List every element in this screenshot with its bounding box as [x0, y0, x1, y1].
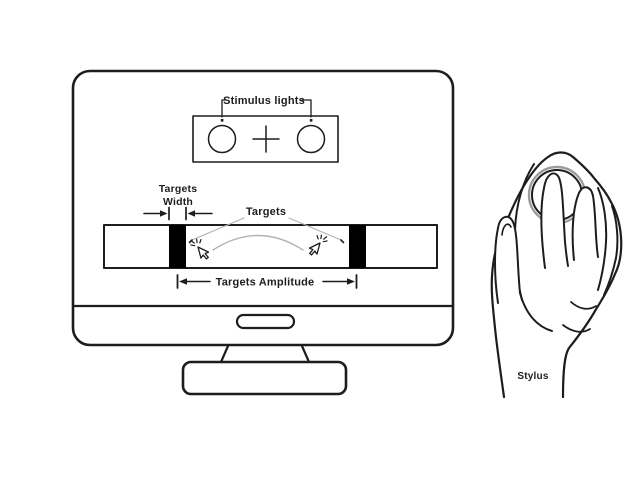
targets-amplitude-label: Targets Amplitude: [216, 277, 315, 289]
monitor-stand-neck-right: [300, 344, 311, 364]
hand-with-stylus-illustration: Stylus: [490, 151, 623, 399]
targets-annotation: Targets: [188, 206, 345, 251]
knuckle-crease-1: [570, 301, 597, 310]
targets-width-label-line1: Targets: [159, 183, 198, 195]
stimulus-leader-tick-right: [309, 119, 313, 122]
stylus-label: Stylus: [517, 371, 548, 382]
movement-arc: [212, 234, 304, 251]
targets-label: Targets: [246, 206, 286, 218]
index-finger: [540, 172, 569, 269]
cursor-click-right-icon: [308, 234, 328, 256]
monitor-stand-base: [181, 360, 348, 396]
target-bar-right: [349, 225, 366, 268]
fixation-cross-icon: [252, 125, 280, 153]
thumb-crease: [501, 223, 512, 236]
target-track: [103, 224, 438, 269]
stimulus-light-left-icon: [207, 124, 237, 154]
click-sparks: [190, 238, 202, 247]
amplitude-arrow-right-head: [347, 278, 355, 285]
width-arrow-right-head: [187, 210, 195, 217]
thumb-outline: [494, 215, 521, 304]
monitor-illustration: [71, 69, 455, 396]
stimulus-light-right-icon: [296, 124, 326, 154]
targets-leader-tick-right: [340, 239, 345, 244]
monitor-body: [71, 69, 455, 347]
finger-separator-1: [597, 187, 608, 291]
monitor-stand-neck-left: [219, 344, 230, 364]
track-box: [103, 224, 438, 269]
stimulus-panel: Stimulus lights: [192, 95, 339, 163]
targets-leader-left: [191, 217, 245, 241]
targets-width-label-line2: Width: [163, 196, 193, 208]
stimulus-lights-label: Stimulus lights: [223, 95, 305, 107]
stimulus-panel-box: [192, 115, 339, 163]
stimulus-leader-tick-left: [220, 119, 224, 122]
middle-finger: [571, 186, 599, 261]
amplitude-arrow-left-head: [179, 278, 187, 285]
monitor-slot: [235, 313, 296, 330]
targets-leader-right: [288, 217, 342, 241]
width-arrow-left-head: [160, 210, 168, 217]
targets-width-annotation: Targets Width: [143, 183, 213, 221]
knuckle-crease-2: [562, 324, 591, 333]
thumb-web-line: [519, 292, 553, 332]
finger-separator-2: [603, 205, 619, 296]
stimulus-leader-left: [221, 99, 227, 118]
click-sparks: [316, 234, 328, 243]
targets-amplitude-annotation: Targets Amplitude: [176, 274, 358, 289]
cursor-click-left-icon: [190, 238, 210, 260]
target-bar-left: [169, 225, 186, 268]
stimulus-leader-right: [301, 99, 312, 118]
